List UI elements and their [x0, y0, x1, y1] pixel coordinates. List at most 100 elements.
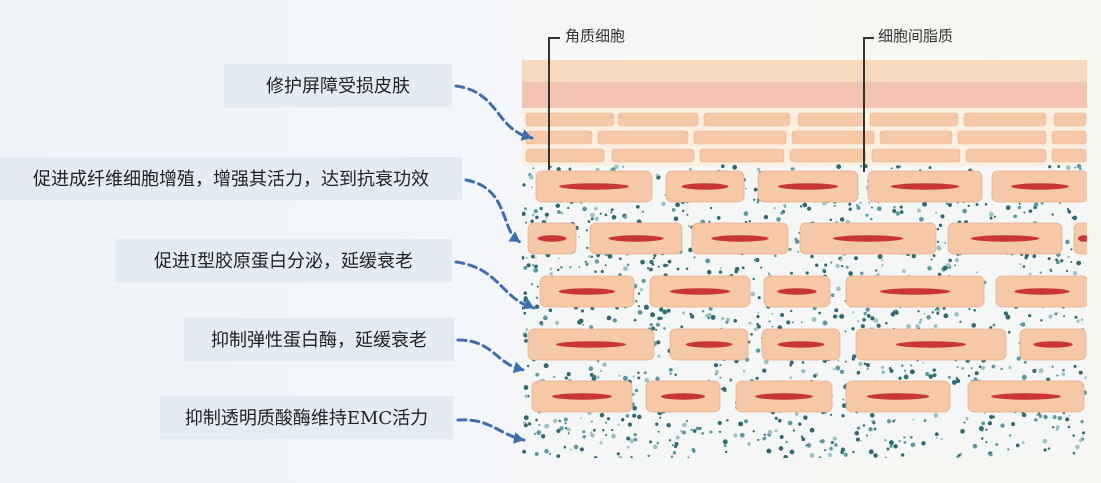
matrix-dot [863, 311, 867, 316]
matrix-dot [1003, 311, 1009, 316]
matrix-dot [974, 371, 979, 376]
matrix-dot [530, 283, 534, 286]
matrix-dot [726, 419, 729, 422]
matrix-dot [833, 204, 836, 207]
matrix-dot [968, 308, 971, 311]
matrix-dot [560, 212, 563, 215]
matrix-dot [720, 164, 725, 169]
matrix-dot [522, 211, 526, 216]
matrix-dot [531, 213, 535, 217]
matrix-dot [522, 183, 526, 187]
matrix-dot [989, 216, 993, 220]
matrix-dot [873, 318, 879, 324]
matrix-dot [523, 415, 529, 421]
matrix-dot [623, 215, 627, 219]
matrix-dot [599, 212, 602, 215]
matrix-dot [886, 447, 890, 451]
matrix-dot [1000, 423, 1005, 428]
matrix-dot [890, 167, 893, 170]
matrix-dot [701, 310, 705, 313]
matrix-dot [892, 209, 897, 213]
matrix-dot [675, 435, 680, 440]
matrix-dot [723, 444, 727, 448]
matrix-dot [932, 368, 936, 372]
matrix-dot [695, 426, 700, 431]
matrix-dot [954, 264, 957, 267]
matrix-dot [794, 412, 799, 416]
corneocyte-brick [871, 148, 961, 163]
matrix-dot [637, 376, 641, 380]
matrix-dot [649, 259, 654, 265]
corneocyte-brick [1051, 130, 1087, 145]
matrix-dot [523, 385, 529, 390]
matrix-dot [560, 265, 563, 269]
matrix-dot [657, 316, 661, 321]
matrix-dot [922, 201, 928, 207]
matrix-dot [586, 246, 589, 250]
cell-nucleus [777, 288, 817, 295]
corneocyte-brick [617, 112, 699, 127]
matrix-dot [967, 374, 971, 378]
matrix-dot [876, 323, 881, 328]
matrix-dot [853, 256, 859, 261]
matrix-dot [1013, 214, 1017, 219]
matrix-dot [851, 327, 855, 331]
matrix-dot [639, 288, 644, 292]
matrix-dot [1055, 260, 1060, 265]
matrix-dot [594, 259, 599, 264]
matrix-dot [1038, 414, 1043, 418]
matrix-dot [719, 363, 722, 367]
matrix-dot [1065, 239, 1070, 245]
matrix-dot [559, 426, 564, 431]
matrix-dot [984, 203, 988, 206]
matrix-dot [961, 367, 964, 370]
matrix-dot [835, 365, 841, 371]
matrix-dot [943, 313, 949, 319]
matrix-dot [892, 419, 895, 423]
matrix-dot [1022, 265, 1026, 268]
matrix-dot [549, 272, 553, 276]
matrix-dot [1021, 374, 1027, 380]
matrix-dot [754, 257, 760, 263]
matrix-dot [753, 259, 757, 262]
matrix-dot [868, 449, 874, 455]
matrix-dot [926, 315, 931, 320]
matrix-dot [643, 304, 649, 310]
matrix-dot [873, 427, 877, 431]
matrix-dot [790, 167, 794, 171]
matrix-dot [927, 266, 932, 271]
corneocyte-brick [879, 130, 953, 145]
matrix-dot [544, 449, 549, 454]
matrix-dot [627, 446, 630, 449]
matrix-dot [899, 205, 903, 209]
matrix-dot [564, 376, 568, 380]
matrix-dot [790, 271, 793, 275]
matrix-dot [911, 253, 917, 259]
matrix-dot [525, 221, 528, 224]
matrix-dot [722, 439, 728, 445]
matrix-dot [859, 201, 862, 205]
matrix-dot [525, 256, 528, 259]
matrix-dot [674, 373, 677, 376]
matrix-dot [844, 300, 847, 303]
matrix-dot [848, 207, 852, 211]
matrix-dot [1076, 163, 1082, 169]
effect-label-fibroblast-proliferation: 促进成纤维细胞增殖，增强其活力，达到抗衰功效 [0, 157, 462, 199]
matrix-dot [582, 430, 586, 434]
matrix-dot [1072, 451, 1076, 455]
matrix-dot [526, 263, 531, 268]
matrix-dot [666, 423, 671, 428]
matrix-dot [587, 220, 591, 223]
matrix-dot [834, 443, 838, 447]
matrix-dot [653, 444, 658, 450]
matrix-dot [800, 435, 804, 438]
matrix-dot [1039, 271, 1042, 274]
corneocyte-brick [791, 130, 875, 145]
corneocyte-brick [525, 112, 615, 127]
matrix-dot [669, 372, 672, 375]
matrix-dot [600, 270, 604, 274]
matrix-dot [656, 322, 660, 327]
matrix-dot [690, 314, 695, 319]
matrix-dot [667, 259, 672, 264]
matrix-dot [590, 255, 594, 258]
